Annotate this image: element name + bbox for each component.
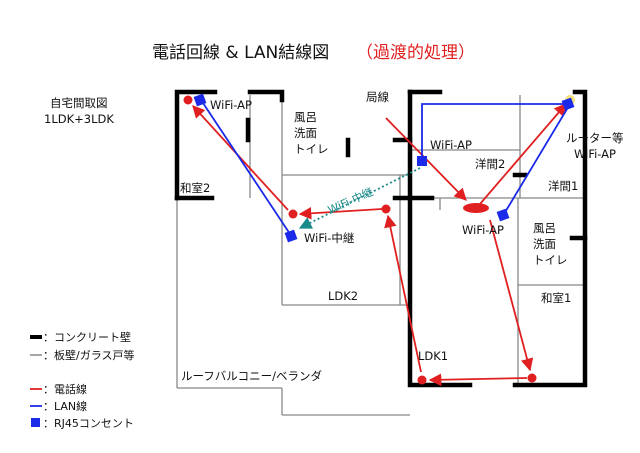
phone-outlet: [417, 375, 427, 385]
rj45-outlet: [193, 93, 207, 107]
room-bath-right-line1: 風呂: [533, 221, 556, 235]
device-labels: WiFi-AP WiFi-中継 WiFi-AP WiFi-AP 局線 ルーター等…: [210, 90, 624, 245]
partition-walls: [176, 95, 585, 416]
wifi-relay-label: WiFi-中継: [304, 231, 355, 245]
rj45-outlet: [284, 229, 298, 243]
wifi-ap-left-label: WiFi-AP: [210, 98, 252, 112]
router-label-line2: WiFi-AP: [574, 147, 616, 161]
legend-lan-label: ：LAN線: [43, 399, 87, 413]
room-washitsu2: 和室2: [180, 181, 210, 195]
plan-layout: 1LDK+3LDK: [44, 112, 114, 126]
room-bath-left-line3: トイレ: [294, 142, 329, 156]
room-labels: 和室2 風呂 洗面 トイレ 洋間2 洋間1 風呂 洗面 トイレ 和室1 LDK2…: [180, 110, 578, 383]
rj45-outlet: [417, 156, 427, 166]
phone-outlet: [527, 373, 537, 383]
room-youma2: 洋間2: [475, 157, 505, 171]
room-bath-left-line1: 風呂: [294, 110, 317, 124]
diagram-title: 電話回線 & LAN結線図: [152, 43, 329, 63]
phone-outlet: [288, 209, 298, 219]
concrete-walls: [174, 89, 588, 388]
router-label-line1: ルーター等: [566, 131, 624, 145]
wifi-ap-center-label: WiFi-AP: [430, 138, 472, 152]
room-bath-right-line3: トイレ: [533, 253, 568, 267]
room-washitsu1: 和室1: [541, 291, 571, 305]
legend-concrete-label: ：コンクリート壁: [43, 330, 131, 344]
phone-outlet: [381, 204, 391, 214]
rj45-outlets: [193, 93, 575, 243]
room-ldk1: LDK1: [418, 349, 448, 363]
plan-name: 自宅間取図: [50, 96, 108, 110]
legend: ：コンクリート壁 ：板壁/ガラス戸等 ：電話線 ：LAN線 ：RJ45コンセント: [30, 330, 135, 430]
legend-phone-label: ：電話線: [43, 382, 87, 396]
room-bath-left-line2: 洗面: [294, 126, 317, 140]
lan-lines: [200, 99, 571, 235]
legend-rj45-swatch: [31, 418, 40, 427]
wifi-ap-bottom-label: WiFi-AP: [462, 223, 504, 237]
room-youma1: 洋間1: [548, 179, 578, 193]
room-bath-right-line2: 洗面: [533, 237, 556, 251]
phone-splitter: [463, 203, 489, 213]
legend-rj45-label: ：RJ45コンセント: [43, 417, 134, 430]
phone-lines: [192, 103, 567, 387]
room-balcony: ルーフバルコニー/ベランダ: [181, 369, 322, 383]
legend-partition-label: ：板壁/ガラス戸等: [43, 348, 135, 362]
phone-outlets: [183, 95, 575, 385]
diagram-title-note: （過渡的処理）: [356, 43, 475, 63]
rj45-outlet: [496, 208, 510, 222]
wifi-relay-link-label: WiFi-中継: [326, 184, 376, 216]
phone-outlet: [183, 95, 193, 105]
rj45-outlet: [561, 97, 575, 111]
incoming-line-label: 局線: [366, 90, 389, 104]
room-ldk2: LDK2: [328, 289, 358, 303]
